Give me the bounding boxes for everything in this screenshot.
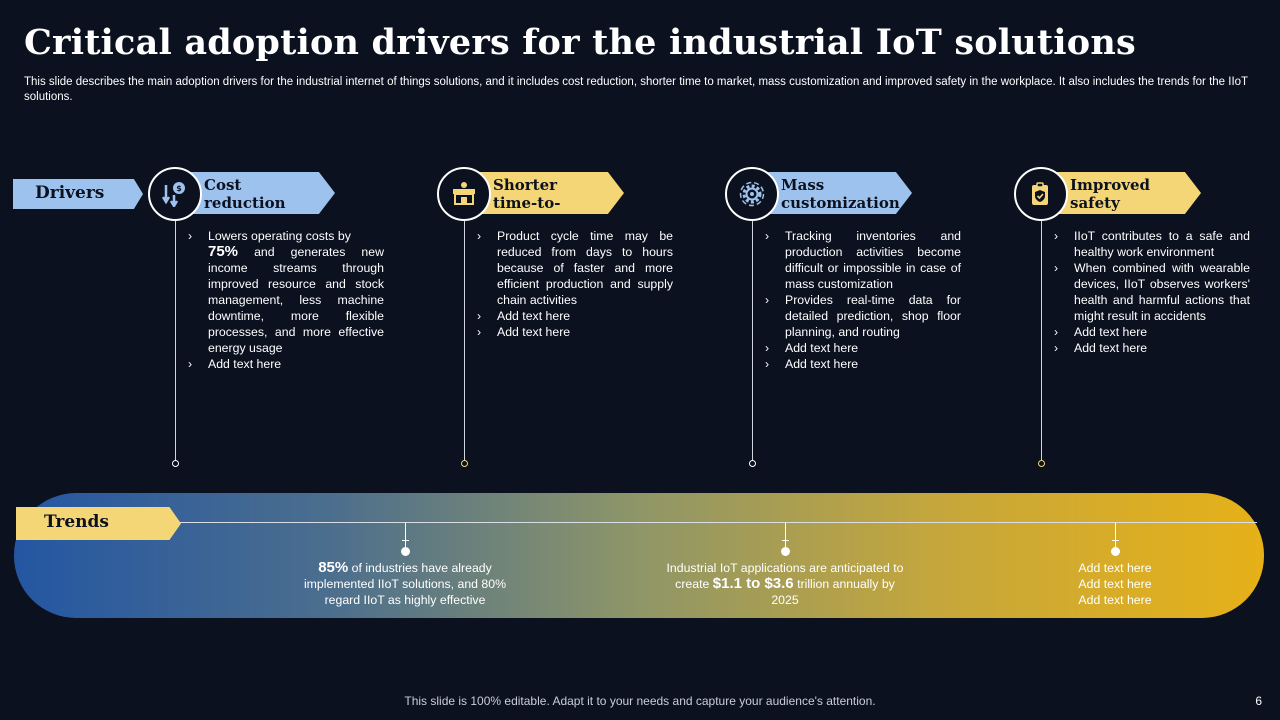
bullet: Add text here bbox=[477, 308, 673, 324]
driver-title: Cost reduction bbox=[204, 176, 286, 212]
cost-down-icon: $ bbox=[148, 167, 202, 221]
trend-pin bbox=[400, 523, 411, 556]
slide-subtitle: This slide describes the main adoption d… bbox=[24, 76, 1248, 103]
gear-icon bbox=[725, 167, 779, 221]
bullet: Product cycle time may be reduced from d… bbox=[477, 228, 673, 308]
connector-line bbox=[752, 221, 753, 461]
connector-dot bbox=[172, 460, 179, 467]
connector-dot bbox=[749, 460, 756, 467]
bullet: Add text here bbox=[477, 324, 673, 340]
footer-note: This slide is 100% editable. Adapt it to… bbox=[404, 694, 876, 708]
bullet: IIoT contributes to a safe and healthy w… bbox=[1054, 228, 1250, 260]
bullet: Tracking inventories and production acti… bbox=[765, 228, 961, 292]
bullet: Add text here bbox=[1054, 340, 1250, 356]
trend-text-1: 85% of industries have already implement… bbox=[303, 559, 507, 608]
driver-title: Improved safety bbox=[1070, 176, 1151, 212]
driver-title: Shorter time-to-market bbox=[493, 176, 561, 230]
bullet: Add text here bbox=[1054, 324, 1250, 340]
driver-banner: Cost reduction bbox=[174, 172, 335, 214]
trends-label: Trends bbox=[44, 512, 110, 532]
trends-line bbox=[175, 522, 1257, 523]
driver-bullets: IIoT contributes to a safe and healthy w… bbox=[1054, 228, 1250, 356]
page-number: 6 bbox=[1255, 694, 1262, 708]
bullet: Add text here bbox=[765, 340, 961, 356]
driver-title: Mass customization bbox=[781, 176, 900, 212]
bullet: When combined with wearable devices, IIo… bbox=[1054, 260, 1250, 324]
connector-dot bbox=[461, 460, 468, 467]
slide-title: Critical adoption drivers for the indust… bbox=[24, 22, 1136, 63]
drivers-label-tag: Drivers bbox=[13, 179, 143, 209]
bullet: Add text here bbox=[765, 356, 961, 372]
trend-pin bbox=[780, 523, 791, 556]
trend-pin bbox=[1110, 523, 1121, 556]
drivers-label: Drivers bbox=[35, 183, 105, 203]
trend-text-2: Industrial IoT applications are anticipa… bbox=[666, 561, 904, 607]
bullet: Provides real-time data for detailed pre… bbox=[765, 292, 961, 340]
trends-label-tag: Trends bbox=[16, 507, 181, 540]
trend-text-3: Add text here Add text here Add text her… bbox=[1078, 561, 1152, 607]
driver-bullets: Tracking inventories and production acti… bbox=[765, 228, 961, 372]
driver-banner: Improved safety bbox=[1040, 172, 1201, 214]
bullet: Add text here bbox=[188, 356, 384, 372]
connector-line bbox=[175, 221, 176, 461]
connector-line bbox=[464, 221, 465, 461]
safety-clipboard-icon bbox=[1014, 167, 1068, 221]
connector-line bbox=[1041, 221, 1042, 461]
svg-text:$: $ bbox=[176, 184, 182, 193]
driver-bullets: Product cycle time may be reduced from d… bbox=[477, 228, 673, 340]
connector-dot bbox=[1038, 460, 1045, 467]
market-stall-icon bbox=[437, 167, 491, 221]
trends-band bbox=[14, 493, 1264, 618]
